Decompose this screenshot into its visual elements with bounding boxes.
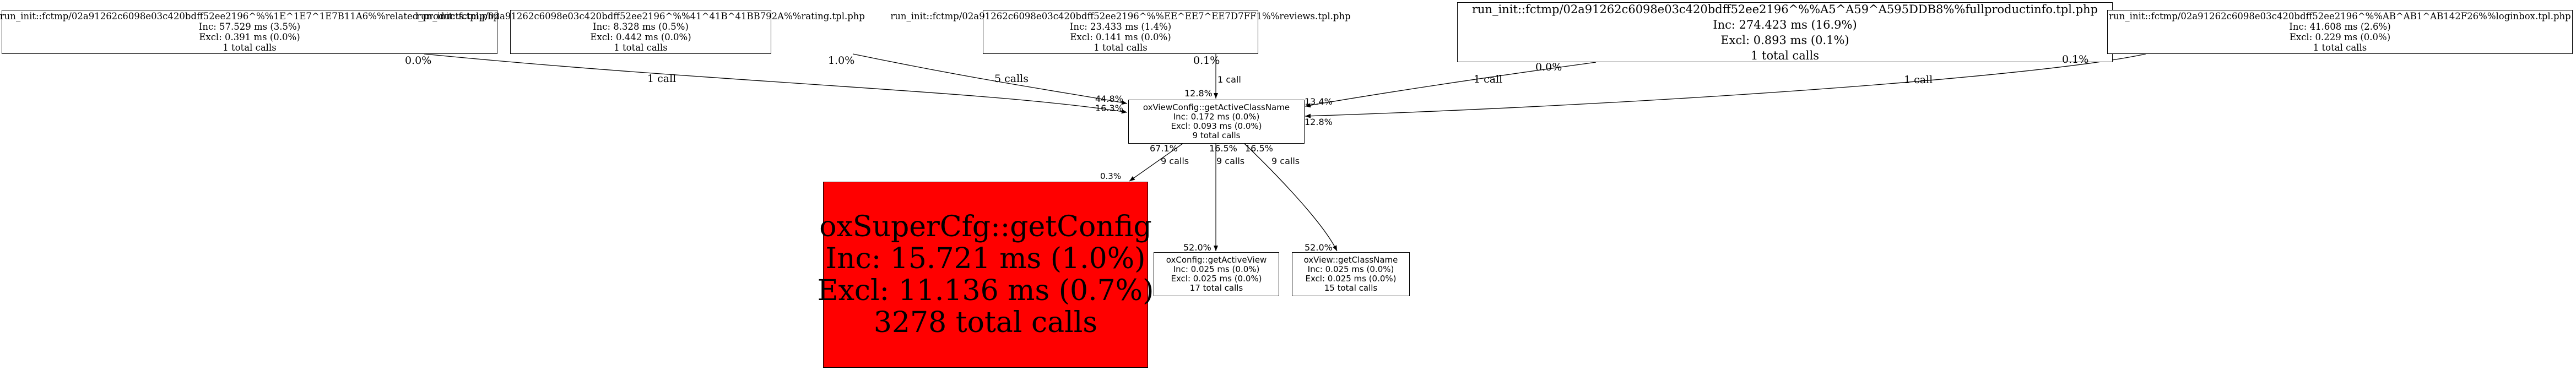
node-inc: Inc: 8.328 ms (0.5%)	[593, 21, 689, 32]
edge-call-count: 9 calls	[1271, 156, 1300, 166]
edge-tail-pct: 0.1%	[1193, 55, 1220, 67]
edge-head-pct: 13.4%	[1305, 96, 1333, 107]
node-calls: 3278 total calls	[873, 306, 1098, 339]
edge-fullproductinfo-to-active-class	[1305, 62, 1597, 108]
edge-related-products-to-active-class	[424, 53, 1128, 114]
node-calls: 1 total calls	[614, 42, 668, 53]
node-related-products[interactable]: run_init::fctmp/02a91262c6098e03c420bdff…	[0, 10, 500, 54]
edge-tail-pct: 67.1%	[1150, 143, 1178, 154]
edge-rating-to-active-class	[852, 53, 1128, 105]
node-name: oxViewConfig::getActiveClassName	[1143, 102, 1290, 112]
node-excl: Excl: 0.141 ms (0.0%)	[1070, 32, 1171, 42]
node-inc: Inc: 274.423 ms (16.9%)	[1713, 18, 1857, 31]
edge-head-pct: 12.8%	[1184, 88, 1213, 99]
edge-call-count: 9 calls	[1161, 156, 1189, 166]
node-inc: Inc: 23.433 ms (1.4%)	[1069, 21, 1172, 32]
edge-call-count: 9 calls	[1216, 156, 1245, 166]
node-calls: 9 total calls	[1192, 130, 1241, 140]
edge-head-pct: 52.0%	[1305, 242, 1333, 253]
node-excl: Excl: 0.093 ms (0.0%)	[1171, 121, 1262, 131]
node-excl: Excl: 0.893 ms (0.1%)	[1720, 33, 1849, 47]
edge-active-class-to-getclassname	[1243, 143, 1338, 252]
node-inc: Inc: 41.608 ms (2.6%)	[2289, 21, 2391, 32]
node-inc: Inc: 0.172 ms (0.0%)	[1173, 112, 1260, 122]
edge-active-class-to-getconfig	[1129, 143, 1184, 182]
node-inc: Inc: 0.025 ms (0.0%)	[1173, 264, 1260, 274]
node-get-active-view[interactable]: oxConfig::getActiveView Inc: 0.025 ms (0…	[1154, 252, 1279, 296]
edge-tail-pct: 1.0%	[828, 55, 855, 67]
edge-head-pct: 16.3%	[1095, 103, 1123, 113]
node-calls: 15 total calls	[1324, 283, 1378, 293]
node-name: run_init::fctmp/02a91262c6098e03c420bdff…	[890, 11, 1351, 21]
node-calls: 1 total calls	[2313, 42, 2367, 53]
node-calls: 1 total calls	[1751, 48, 1819, 62]
edge-tail-pct: 16.5%	[1209, 143, 1237, 154]
node-get-active-class-name[interactable]: oxViewConfig::getActiveClassName Inc: 0.…	[1128, 100, 1305, 144]
node-loginbox[interactable]: run_init::fctmp/02a91262c6098e03c420bdff…	[2107, 10, 2573, 54]
node-reviews[interactable]: run_init::fctmp/02a91262c6098e03c420bdff…	[890, 10, 1351, 54]
node-get-class-name[interactable]: oxView::getClassName Inc: 0.025 ms (0.0%…	[1292, 252, 1410, 296]
node-excl: Excl: 0.391 ms (0.0%)	[199, 32, 300, 42]
edge-call-count: 1 call	[1474, 73, 1503, 85]
edge-call-count: 1 call	[1904, 74, 1933, 86]
node-rating[interactable]: run_init::fctmp/02a91262c6098e03c420bdff…	[416, 10, 865, 54]
node-get-config[interactable]: oxSuperCfg::getConfig Inc: 15.721 ms (1.…	[818, 182, 1154, 368]
node-name: run_init::fctmp/02a91262c6098e03c420bdff…	[2109, 11, 2571, 21]
node-excl: Excl: 0.442 ms (0.0%)	[590, 32, 691, 42]
node-inc: Inc: 0.025 ms (0.0%)	[1307, 264, 1394, 274]
node-calls: 1 total calls	[1094, 42, 1148, 53]
node-name: run_init::fctmp/02a91262c6098e03c420bdff…	[1471, 2, 2098, 16]
node-inc: Inc: 15.721 ms (1.0%)	[825, 242, 1146, 275]
edge-head-pct: 44.8%	[1095, 94, 1123, 104]
node-calls: 17 total calls	[1189, 283, 1243, 293]
node-excl: Excl: 0.229 ms (0.0%)	[2289, 32, 2391, 42]
edge-call-count: 5 calls	[994, 73, 1029, 85]
node-name: run_init::fctmp/02a91262c6098e03c420bdff…	[416, 11, 865, 21]
edge-head-pct: 52.0%	[1183, 242, 1211, 253]
node-excl: Excl: 11.136 ms (0.7%)	[817, 274, 1154, 307]
edge-tail-pct: 16.5%	[1245, 143, 1273, 154]
node-name: oxConfig::getActiveView	[1166, 255, 1267, 265]
node-excl: Excl: 0.025 ms (0.0%)	[1305, 274, 1397, 284]
node-excl: Excl: 0.025 ms (0.0%)	[1171, 274, 1262, 284]
node-name: oxSuperCfg::getConfig	[819, 210, 1152, 243]
edge-tail-pct: 0.1%	[2062, 53, 2089, 66]
node-name: run_init::fctmp/02a91262c6098e03c420bdff…	[0, 11, 500, 21]
edge-call-count: 1 call	[647, 73, 677, 85]
node-inc: Inc: 57.529 ms (3.5%)	[198, 21, 301, 32]
edge-head-pct: 0.3%	[1100, 171, 1122, 181]
edge-tail-pct: 0.0%	[405, 55, 432, 67]
edge-call-count: 1 call	[1217, 74, 1241, 85]
edge-head-pct: 12.8%	[1305, 117, 1333, 127]
edge-tail-pct: 0.0%	[1535, 61, 1562, 73]
edge-loginbox-to-active-class	[1305, 53, 2146, 118]
node-fullproductinfo[interactable]: run_init::fctmp/02a91262c6098e03c420bdff…	[1457, 2, 2113, 62]
node-name: oxView::getClassName	[1303, 255, 1398, 265]
node-calls: 1 total calls	[223, 42, 277, 53]
